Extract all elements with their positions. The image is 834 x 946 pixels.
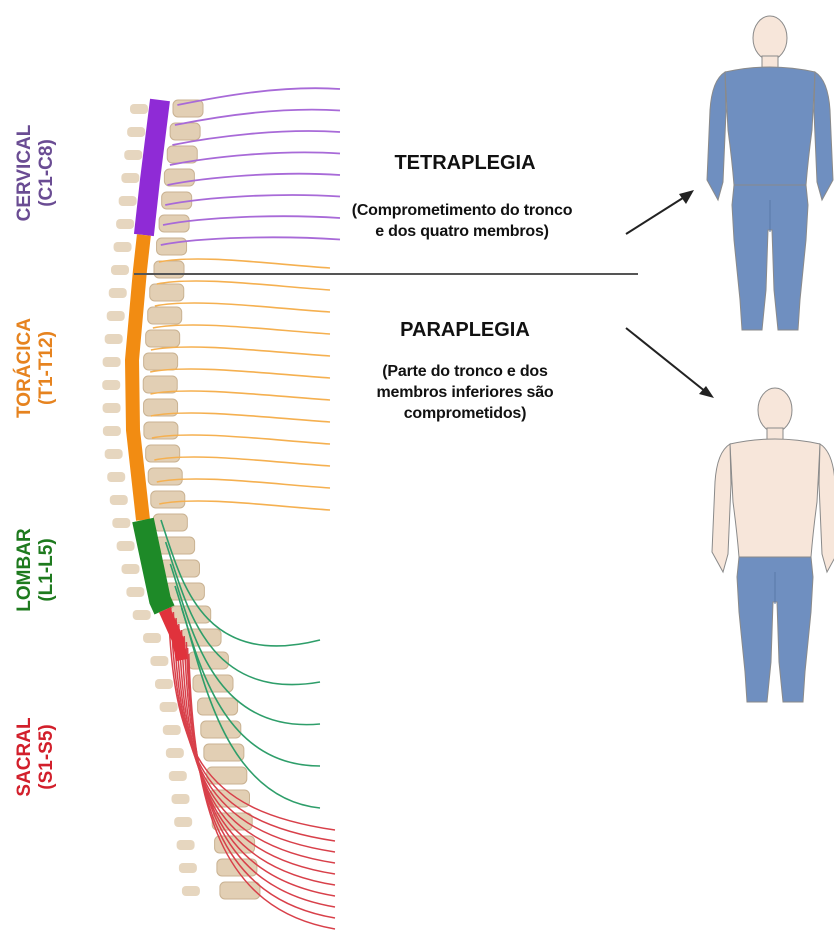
spinous-process	[172, 794, 190, 804]
spinal-nerve	[150, 369, 330, 378]
vertebral-column	[102, 100, 260, 899]
tetraplegia-description: (Comprometimento do tronco e dos quatro …	[312, 200, 612, 242]
vertebral-body	[157, 238, 187, 255]
region-label-sacral: SACRAL (S1-S5)	[14, 637, 58, 877]
torso	[725, 67, 815, 185]
region-name-sacral: SACRAL	[14, 637, 36, 877]
left-arm	[707, 72, 726, 200]
paraplegia-title: PARAPLEGIA	[315, 319, 615, 342]
cord-segment-lumbar	[143, 520, 165, 610]
vertebral-body	[170, 123, 200, 140]
spinous-process	[107, 472, 125, 482]
vertebral-body	[204, 744, 244, 761]
spinous-process	[163, 725, 181, 735]
spinous-process	[177, 840, 195, 850]
vertebral-body	[151, 491, 185, 508]
arrow-head-tetraplegia	[679, 190, 694, 204]
spinal-nerve	[159, 259, 330, 268]
right-arm	[814, 72, 833, 200]
spinous-process	[116, 219, 134, 229]
sacral-nerve	[173, 612, 335, 852]
spinous-process	[107, 311, 125, 321]
spinous-process	[179, 863, 197, 873]
spinous-process	[111, 265, 129, 275]
spinous-process	[126, 587, 144, 597]
cord-segment-cervical	[144, 100, 160, 235]
head	[753, 16, 787, 60]
spinous-process	[124, 150, 142, 160]
paraplegia-desc-line-3: comprometidos)	[315, 403, 615, 424]
spinous-process	[160, 702, 178, 712]
spinous-process	[169, 771, 187, 781]
spinous-process	[155, 679, 173, 689]
head	[758, 388, 792, 432]
left-arm	[712, 444, 731, 572]
spinous-process	[114, 242, 132, 252]
spinous-process	[182, 886, 200, 896]
spinous-process	[150, 656, 168, 666]
vertebral-body	[144, 353, 178, 370]
spinous-process	[103, 426, 121, 436]
paraplegia-desc-line-1: (Parte do tronco e dos	[315, 361, 615, 382]
vertebral-body	[193, 675, 233, 692]
spinal-nerve	[151, 347, 330, 356]
spinous-process	[103, 403, 121, 413]
spinous-process	[103, 357, 121, 367]
tetraplegia-desc-line-1: (Comprometimento do tronco	[312, 200, 612, 221]
spinous-process	[102, 380, 120, 390]
spinous-process	[109, 288, 127, 298]
spinous-process	[166, 748, 184, 758]
spinal-nerve	[152, 435, 330, 444]
spinous-process	[121, 173, 139, 183]
region-range-sacral: (S1-S5)	[36, 637, 58, 877]
tetraplegia-title: TETRAPLEGIA	[315, 152, 615, 175]
paraplegia-description: (Parte do tronco e dos membros inferiore…	[315, 361, 615, 424]
vertebral-body	[207, 767, 247, 784]
spinal-nerve	[157, 479, 330, 488]
tetraplegia-desc-line-2: e dos quatro membros)	[312, 221, 612, 242]
cord-segment-thoracic	[132, 235, 144, 520]
spinous-process	[127, 127, 145, 137]
spinous-process	[110, 495, 128, 505]
spinous-process	[112, 518, 130, 528]
spinal-nerve	[151, 413, 330, 422]
spinous-process	[119, 196, 137, 206]
tetraplegia-body-figure	[707, 16, 833, 330]
torso	[730, 439, 820, 557]
spinous-process	[117, 541, 135, 551]
arrow-to-paraplegia-figure	[626, 328, 706, 392]
right-arm	[819, 444, 834, 572]
vertebral-body	[201, 721, 241, 738]
spinal-nerve	[154, 457, 330, 466]
vertebral-body	[148, 307, 182, 324]
vertebral-body	[146, 330, 180, 347]
spinous-process	[130, 104, 148, 114]
spinal-nerve	[150, 391, 330, 400]
spinous-process	[122, 564, 140, 574]
spinous-process	[133, 610, 151, 620]
spinous-process	[105, 334, 123, 344]
paraplegia-body-figure	[712, 388, 834, 702]
vertebral-body	[153, 514, 187, 531]
vertebral-body	[143, 376, 177, 393]
vertebral-body	[148, 468, 182, 485]
vertebral-body	[150, 284, 184, 301]
spinous-process	[143, 633, 161, 643]
paraplegia-desc-line-2: membros inferiores são	[315, 382, 615, 403]
spinous-process	[105, 449, 123, 459]
arrow-to-tetraplegia-figure	[626, 196, 686, 234]
vertebral-body	[154, 261, 184, 278]
spinous-process	[174, 817, 192, 827]
